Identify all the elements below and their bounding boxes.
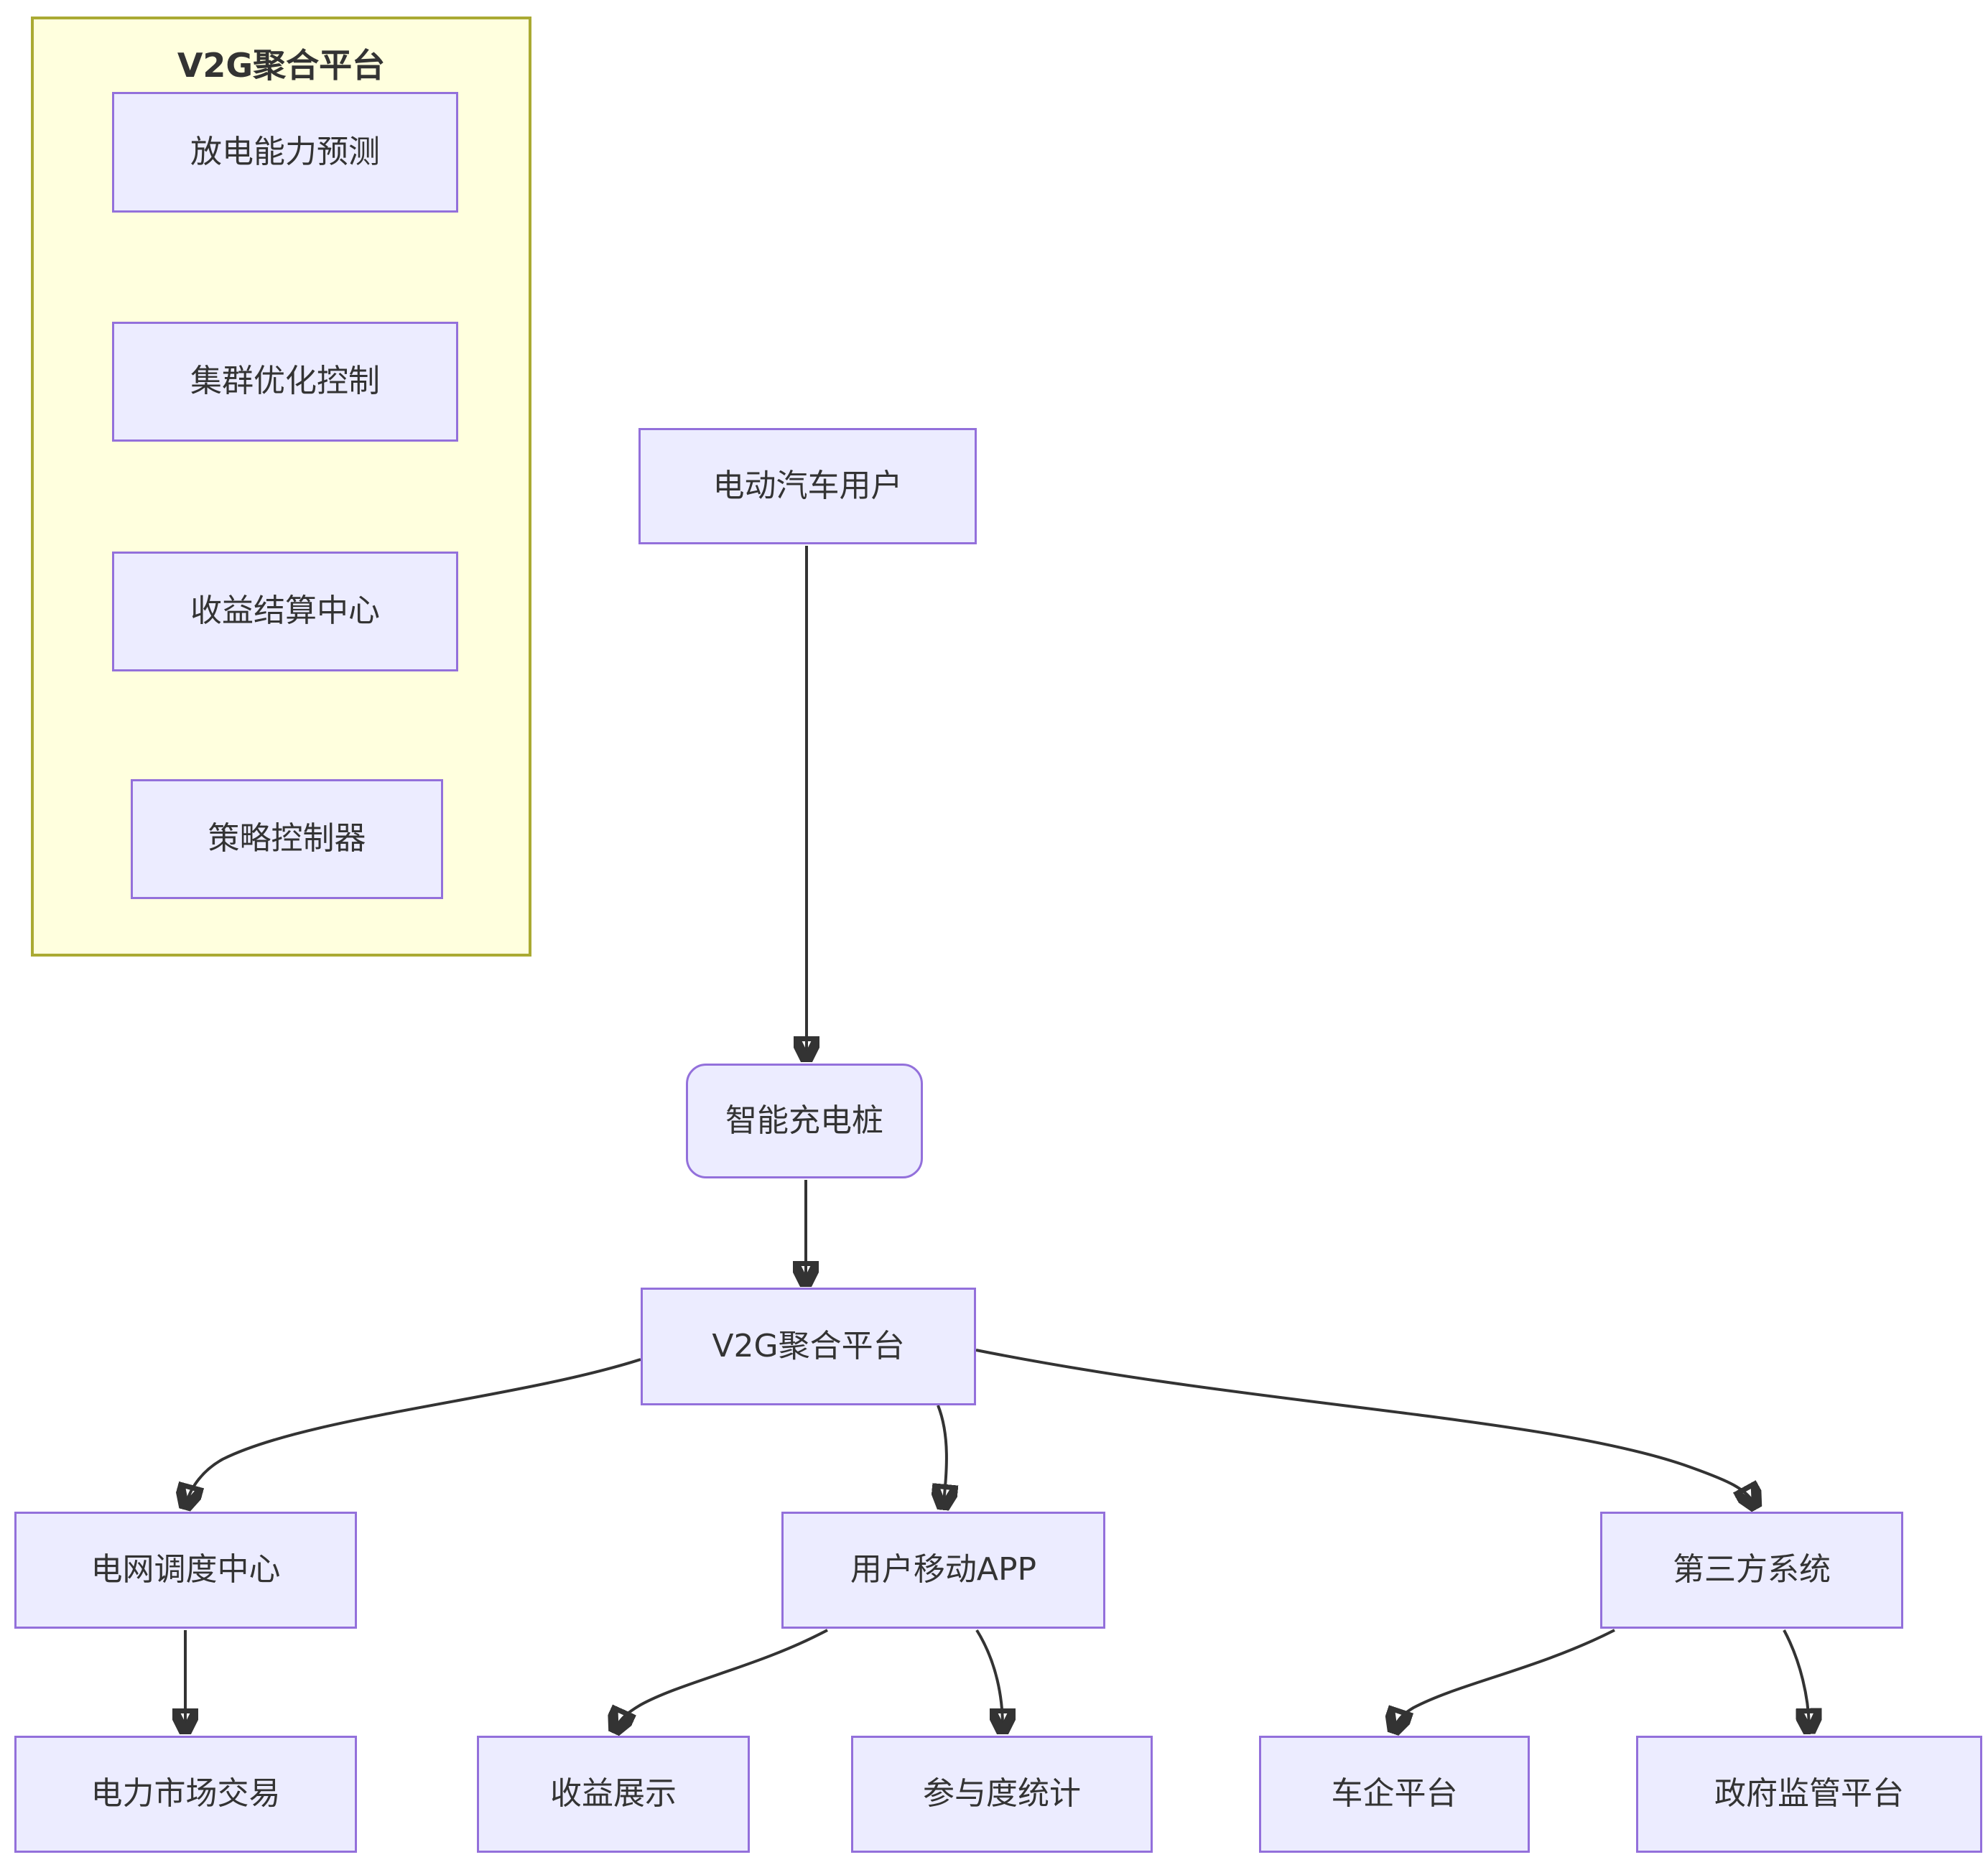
node-user-mobile-app: 用户移动APP [781,1512,1105,1629]
node-automaker-platform: 车企平台 [1259,1736,1530,1853]
node-ev-user: 电动汽车用户 [638,428,977,544]
node-power-market-trading: 电力市场交易 [14,1736,357,1853]
node-smart-charging-pile: 智能充电桩 [686,1064,923,1178]
node-discharge-capability-forecast: 放电能力预测 [112,92,458,213]
edge-third-to-automaker [1395,1629,1615,1726]
node-revenue-display: 收益展示 [477,1736,750,1853]
edge-app-to-participation [975,1629,1003,1726]
node-government-regulatory-platform: 政府监管平台 [1636,1736,1982,1853]
node-strategy-controller: 策略控制器 [131,779,443,899]
edge-platform-to-app [938,1405,947,1502]
node-cluster-optimization-control: 集群优化控制 [112,322,458,442]
edge-platform-to-third [975,1349,1753,1502]
edge-app-to-revenue [617,1629,828,1726]
node-revenue-settlement-center: 收益结算中心 [112,552,458,671]
node-grid-dispatch-center: 电网调度中心 [14,1512,357,1629]
node-v2g-aggregation-platform: V2G聚合平台 [641,1288,976,1405]
node-participation-statistics: 参与度统计 [851,1736,1153,1853]
cluster-title: V2G聚合平台 [177,46,386,85]
edge-platform-to-grid [187,1358,641,1502]
node-third-party-system: 第三方系统 [1600,1512,1903,1629]
edge-third-to-gov [1783,1629,1809,1726]
